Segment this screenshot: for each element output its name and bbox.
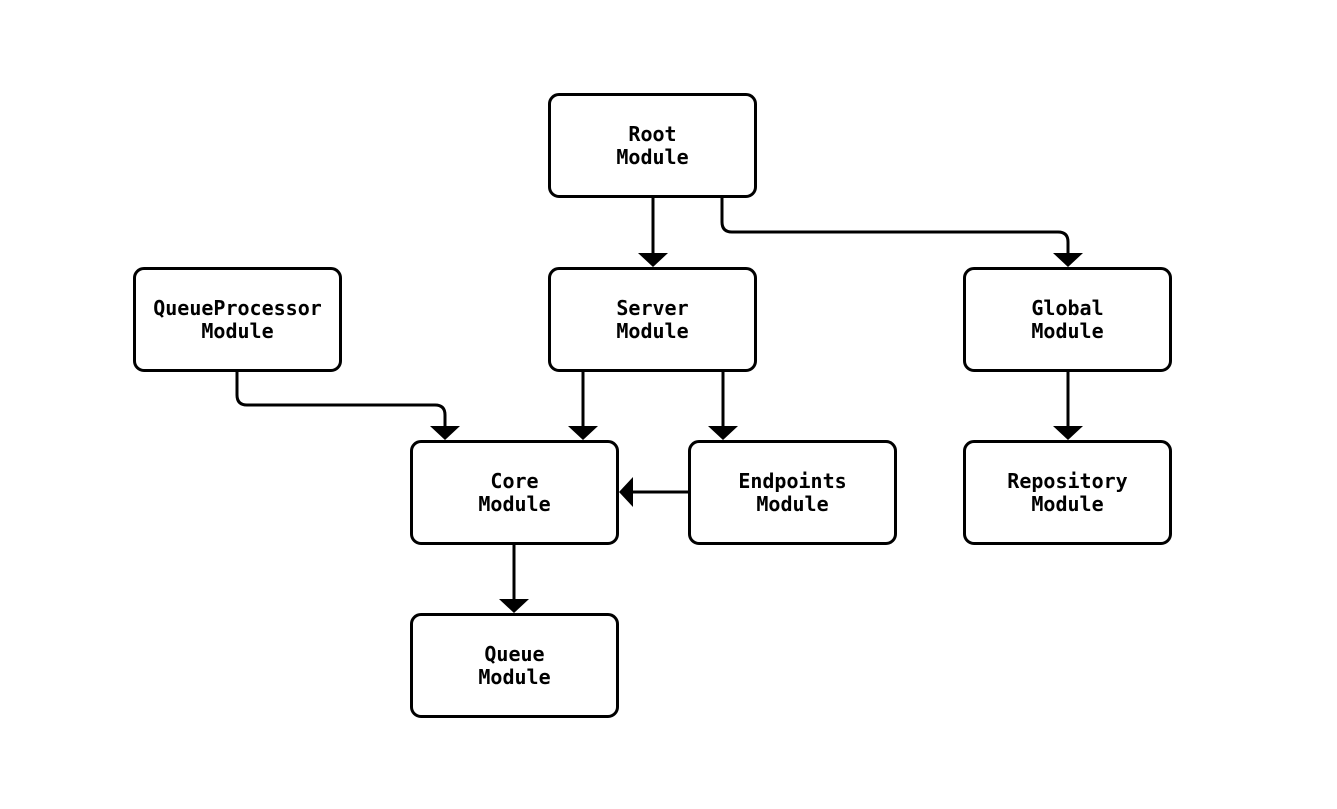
node-label: Global Module: [1031, 295, 1104, 343]
edge-endpoints-module-to-core-module: [619, 477, 688, 507]
node-label: Queue Module: [478, 641, 551, 689]
edge-line: [720, 198, 1070, 255]
edge-root-module-to-server-module: [638, 198, 668, 267]
edge-root-module-to-global-module: [720, 198, 1083, 267]
edge-server-module-to-core-module: [568, 372, 598, 440]
node-root-module: Root Module: [548, 93, 757, 198]
node-queueprocessor-module: QueueProcessor Module: [133, 267, 342, 372]
node-repository-module: Repository Module: [963, 440, 1172, 545]
node-label: QueueProcessor Module: [153, 295, 322, 343]
arrowhead-icon: [708, 426, 738, 440]
node-server-module: Server Module: [548, 267, 757, 372]
node-label: Core Module: [478, 468, 551, 516]
node-label: Root Module: [616, 121, 689, 169]
edge-global-module-to-repository-module: [1053, 372, 1083, 440]
edge-line: [235, 372, 447, 428]
arrowhead-icon: [568, 426, 598, 440]
node-queue-module: Queue Module: [410, 613, 619, 718]
node-label: Server Module: [616, 295, 689, 343]
node-global-module: Global Module: [963, 267, 1172, 372]
node-core-module: Core Module: [410, 440, 619, 545]
arrowhead-icon: [499, 599, 529, 613]
arrowhead-icon: [1053, 253, 1083, 267]
arrowhead-icon: [638, 253, 668, 267]
arrowhead-icon: [430, 426, 460, 440]
arrowhead-icon: [1053, 426, 1083, 440]
node-label: Repository Module: [1007, 468, 1128, 516]
node-label: Endpoints Module: [738, 468, 847, 516]
edge-core-module-to-queue-module: [499, 545, 529, 613]
arrowhead-icon: [619, 477, 633, 507]
edge-server-module-to-endpoints-module: [708, 372, 738, 440]
node-endpoints-module: Endpoints Module: [688, 440, 897, 545]
edge-queueprocessor-module-to-core-module: [235, 372, 460, 440]
